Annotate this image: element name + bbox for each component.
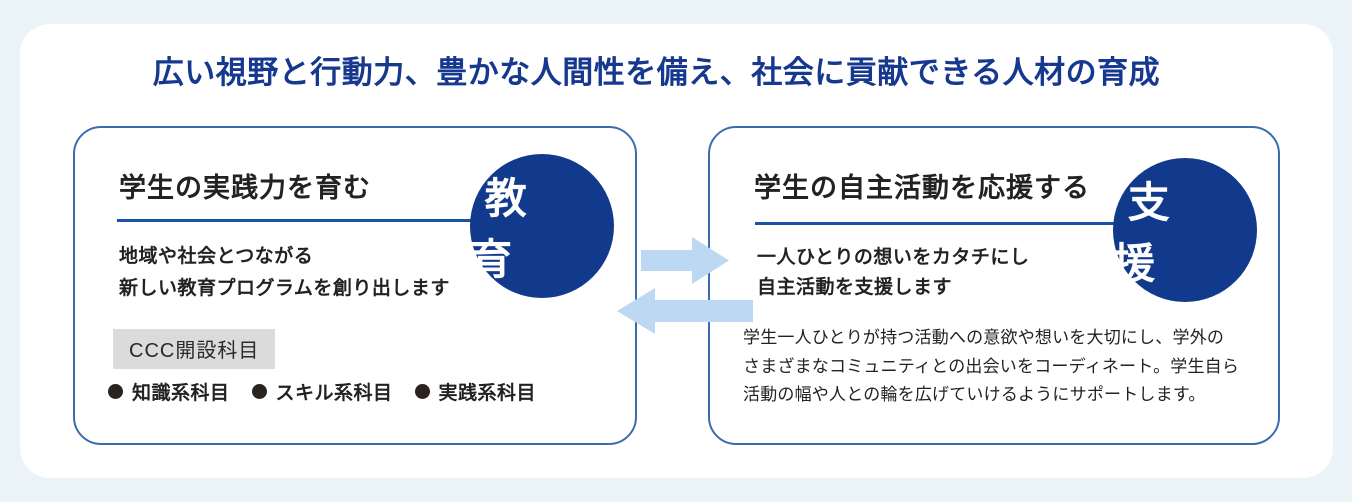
support-heading: 学生の自主活動を応援する bbox=[754, 173, 1090, 203]
education-lead-line-1: 地域や社会とつながる bbox=[119, 246, 314, 267]
course-label: 実践系科目 bbox=[438, 383, 537, 404]
course-list: 知識系科目 スキル系科目 実践系科目 bbox=[108, 378, 536, 405]
arrow-right-icon bbox=[641, 237, 729, 284]
filled-circle-bullet-icon bbox=[108, 384, 123, 399]
support-description-line-1: 学生一人ひとりが持つ活動への意欲や想いを大切にし、学外の bbox=[743, 328, 1225, 347]
support-description-line-3: 活動の幅や人との輪を広げていけるようにサポートします。 bbox=[743, 385, 1206, 404]
list-item: 実践系科目 bbox=[414, 378, 537, 405]
support-lead-line-2: 自主活動を支援します bbox=[757, 277, 953, 298]
support-lead: 一人ひとりの想いをカタチにし 自主活動を支援します bbox=[757, 243, 1029, 303]
list-item: 知識系科目 bbox=[108, 378, 230, 405]
education-badge-label: 教 育 bbox=[470, 175, 542, 283]
support-badge-label: 支 援 bbox=[1113, 179, 1185, 287]
support-description: 学生一人ひとりが持つ活動への意欲や想いを大切にし、学外の さまざまなコミュニティ… bbox=[743, 324, 1239, 410]
support-badge-circle: 支 援 bbox=[1113, 158, 1257, 302]
education-divider bbox=[117, 219, 473, 222]
support-divider bbox=[755, 222, 1115, 225]
list-item: スキル系科目 bbox=[251, 378, 393, 405]
support-lead-line-1: 一人ひとりの想いをカタチにし bbox=[757, 247, 1030, 268]
arrow-left-icon bbox=[617, 288, 753, 334]
education-lead: 地域や社会とつながる 新しい教育プログラムを創り出します bbox=[119, 241, 450, 305]
course-label: 知識系科目 bbox=[132, 383, 230, 404]
support-box: 学生の自主活動を応援する 支 援 一人ひとりの想いをカタチにし 自主活動を支援し… bbox=[708, 126, 1280, 445]
filled-circle-bullet-icon bbox=[414, 384, 430, 399]
education-heading: 学生の実践力を育む bbox=[119, 173, 371, 203]
support-description-line-2: さまざまなコミュニティとの出会いをコーディネート。学生自ら bbox=[743, 356, 1240, 376]
education-box: 学生の実践力を育む 教 育 地域や社会とつながる 新しい教育プログラムを創り出し… bbox=[73, 126, 637, 445]
education-badge-circle: 教 育 bbox=[470, 154, 614, 298]
filled-circle-bullet-icon bbox=[251, 384, 267, 399]
course-label: スキル系科目 bbox=[275, 383, 393, 404]
page-title: 広い視野と行動力、豊かな人間性を備え、社会に貢献できる人材の育成 bbox=[152, 55, 1161, 90]
ccc-subjects-tag: CCC開設科目 bbox=[113, 329, 276, 369]
education-lead-line-2: 新しい教育プログラムを創り出します bbox=[119, 278, 450, 299]
exchange-arrows bbox=[617, 237, 753, 334]
